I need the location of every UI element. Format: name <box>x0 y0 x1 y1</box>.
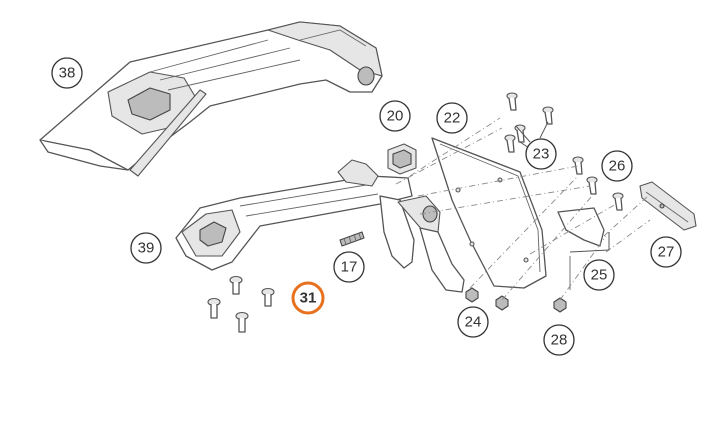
part-25-reflector-bracket[interactable] <box>557 207 605 290</box>
part-23-bolts[interactable] <box>504 92 598 195</box>
part-17-spring[interactable] <box>339 231 365 247</box>
callout-38[interactable]: 38 <box>51 57 83 89</box>
part-28-nut[interactable] <box>553 297 567 313</box>
part-26-bolt[interactable] <box>612 192 624 211</box>
callout-20[interactable]: 20 <box>379 100 411 132</box>
callout-26[interactable]: 26 <box>601 150 633 182</box>
callout-label: 39 <box>138 240 155 257</box>
callout-label: 25 <box>591 267 608 284</box>
callout-label: 31 <box>300 290 317 307</box>
part-20-rubber-block[interactable] <box>387 143 417 175</box>
callout-label: 27 <box>658 244 675 261</box>
part-38-subframe-bracket[interactable] <box>39 21 383 177</box>
callout-25[interactable]: 25 <box>583 259 615 291</box>
callout-28[interactable]: 28 <box>543 324 575 356</box>
callout-17[interactable]: 17 <box>333 251 365 283</box>
callout-27[interactable]: 27 <box>650 236 682 268</box>
callout-label: 38 <box>59 65 76 82</box>
callout-39[interactable]: 39 <box>130 232 162 264</box>
callout-label: 22 <box>444 110 461 127</box>
callout-label: 23 <box>533 146 550 163</box>
callout-24[interactable]: 24 <box>457 306 489 338</box>
leader-lines <box>515 121 610 253</box>
part-22-license-plate-holder[interactable] <box>431 137 547 289</box>
callout-31-highlighted[interactable]: 31 <box>291 281 325 315</box>
callout-label: 26 <box>609 158 626 175</box>
assembly-axis-lines <box>395 117 651 301</box>
callout-label: 24 <box>465 314 482 331</box>
callout-label: 17 <box>341 259 358 276</box>
callout-22[interactable]: 22 <box>436 102 468 134</box>
callout-23[interactable]: 23 <box>525 138 557 170</box>
callout-label: 20 <box>387 108 404 125</box>
part-24-nuts[interactable] <box>465 287 509 311</box>
part-31-screws[interactable] <box>207 275 275 333</box>
callout-label: 28 <box>551 332 568 349</box>
part-39-lower-bracket[interactable] <box>175 159 465 293</box>
part-27-reflector[interactable] <box>639 181 697 231</box>
